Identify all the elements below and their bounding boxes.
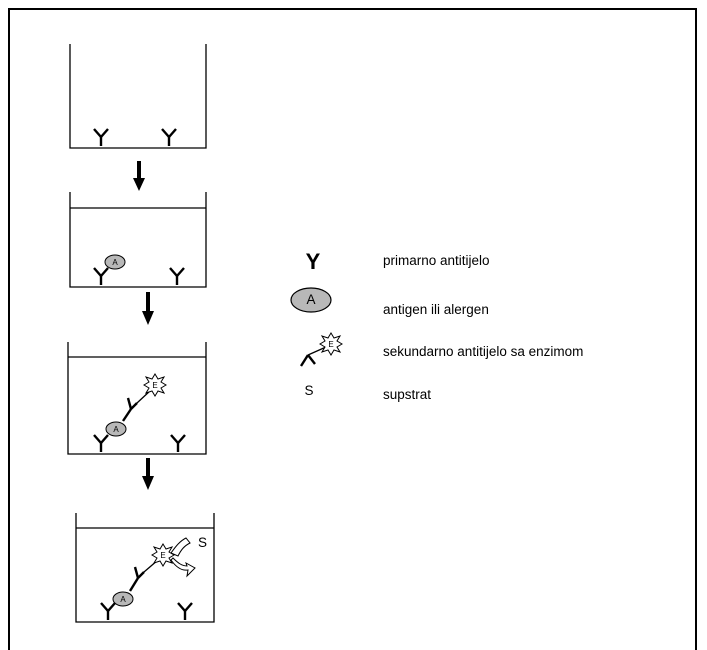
arrow-down-icon	[133, 161, 145, 191]
primary-antibody-icon	[92, 433, 110, 454]
substrate-letter: S	[198, 535, 207, 550]
arrow-down-icon	[142, 292, 154, 325]
well-step-3: A E	[67, 342, 207, 455]
arrow-down-icon	[142, 458, 154, 490]
primary-antibody-icon	[99, 601, 117, 622]
primary-antibody-icon	[169, 433, 187, 454]
secondary-antibody-enzyme-icon: E	[299, 332, 343, 367]
enzyme-letter: E	[328, 340, 333, 349]
substrate-arrow-in	[170, 537, 191, 557]
enzyme-letter: E	[152, 381, 157, 390]
primary-antibody-icon	[92, 266, 110, 287]
well-step-4: A E S	[75, 513, 215, 623]
legend: Y primarno antitijelo A antigen ili aler…	[290, 249, 583, 402]
enzyme-letter: E	[160, 551, 165, 560]
antigen-icon	[112, 591, 134, 607]
antigen-icon	[104, 254, 126, 270]
legend-label-antigen: antigen ili alergen	[383, 302, 489, 317]
antigen-letter: A	[306, 292, 315, 307]
antigen-letter: A	[112, 258, 118, 267]
well-step-2: A	[69, 192, 207, 288]
legend-label-secondary: sekundarno antitijelo sa enzimom	[383, 344, 583, 359]
antigen-icon	[105, 421, 127, 437]
legend-label-substrate: supstrat	[383, 387, 431, 402]
product-arrow-out	[170, 557, 196, 578]
legend-label-primary: primarno antitijelo	[383, 253, 490, 268]
substrate-icon: S	[304, 383, 313, 398]
antigen-letter: A	[120, 595, 126, 604]
primary-antibody-icon	[160, 127, 178, 148]
antigen-icon	[290, 287, 332, 313]
antigen-letter: A	[113, 425, 119, 434]
primary-antibody-icon	[92, 127, 110, 148]
figure-frame	[8, 8, 697, 650]
well-step-1	[69, 44, 207, 149]
primary-antibody-icon	[176, 601, 194, 622]
primary-antibody-icon	[168, 266, 186, 287]
primary-antibody-icon: Y	[306, 249, 321, 274]
